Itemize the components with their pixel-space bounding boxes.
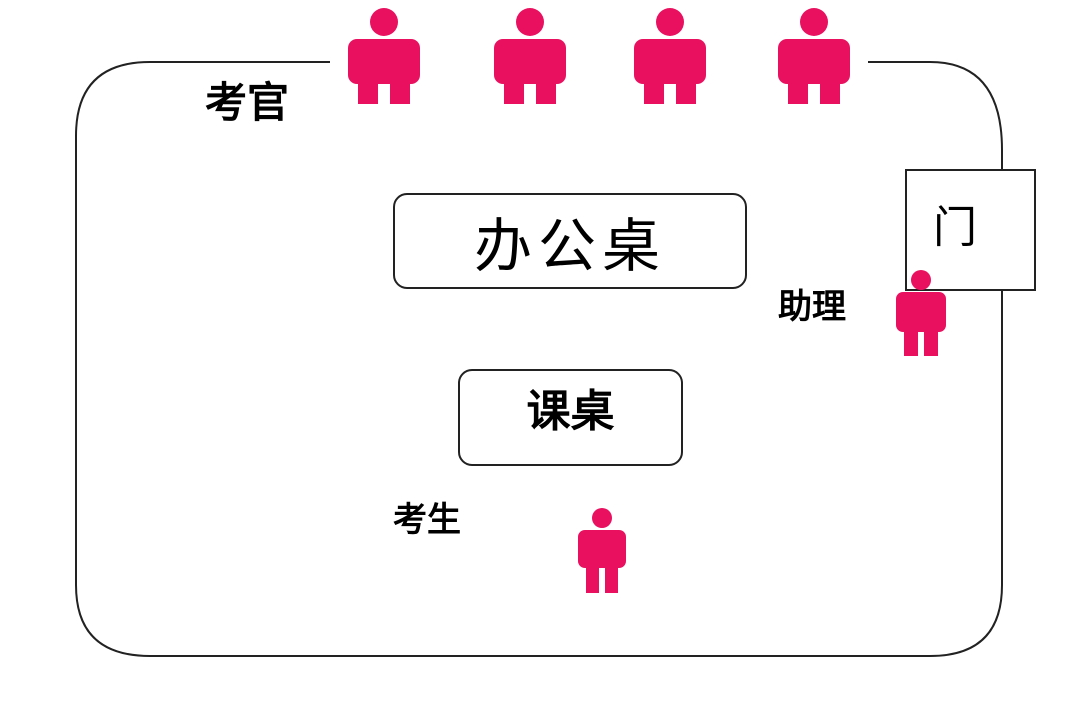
examiners-label: 考官 [205, 78, 290, 127]
school-desk: 课桌 [458, 369, 683, 466]
examiner-person-icon [778, 8, 850, 104]
office-desk: 办公桌 [393, 193, 747, 289]
assistant-person-icon [896, 270, 946, 356]
examiner-person-icon [348, 8, 420, 104]
examiner-person-icon [494, 8, 566, 104]
candidate-person-icon [578, 508, 626, 593]
school-desk-label: 课桌 [526, 385, 615, 437]
door-label: 门 [933, 202, 977, 253]
examiner-person-icon [634, 8, 706, 104]
office-desk-label: 办公桌 [473, 212, 666, 280]
assistant-label: 助理 [778, 287, 846, 327]
door: 门 [905, 169, 1036, 291]
candidate-label: 考生 [393, 500, 461, 540]
